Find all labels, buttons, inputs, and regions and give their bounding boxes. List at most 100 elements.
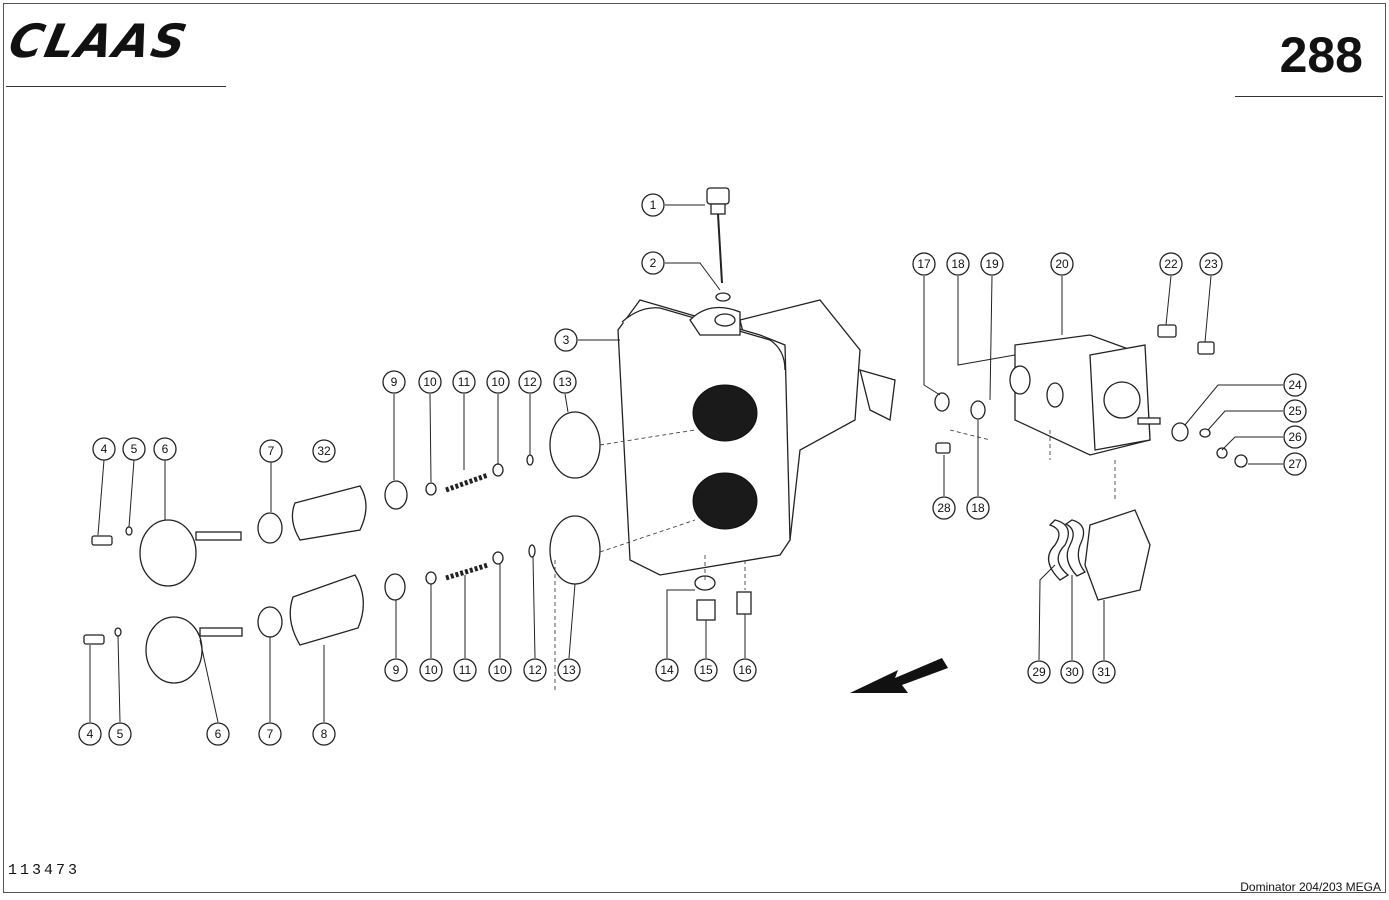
callout-32: 32 — [312, 439, 336, 463]
callout-30: 30 — [1060, 660, 1084, 684]
callout-25: 25 — [1283, 399, 1307, 423]
callout-13-upper: 13 — [553, 370, 577, 394]
callout-10-b: 10 — [486, 370, 510, 394]
dipstick-part — [706, 187, 731, 302]
model-name: Dominator 204/203 MEGA — [1240, 880, 1381, 894]
callout-18-lower: 18 — [966, 496, 990, 520]
callout-27: 27 — [1283, 452, 1307, 476]
svg-text:10: 10 — [424, 663, 438, 677]
svg-text:10: 10 — [491, 375, 505, 389]
callout-11-lower: 11 — [453, 658, 477, 682]
svg-text:12: 12 — [523, 375, 537, 389]
svg-text:11: 11 — [459, 663, 472, 677]
svg-text:17: 17 — [917, 257, 931, 271]
svg-text:27: 27 — [1288, 457, 1302, 471]
svg-text:15: 15 — [699, 663, 713, 677]
svg-text:20: 20 — [1055, 257, 1069, 271]
callout-9-lower: 9 — [384, 658, 408, 682]
callout-10-d: 10 — [488, 658, 512, 682]
callout-8: 8 — [312, 722, 336, 746]
filter-parts-lower — [83, 515, 601, 684]
callout-3: 3 — [554, 328, 578, 352]
svg-text:10: 10 — [493, 663, 507, 677]
page-number-underline — [1235, 96, 1383, 97]
drawing-number: 113473 — [8, 862, 81, 879]
callout-6-lower: 6 — [206, 722, 230, 746]
callout-14: 14 — [655, 658, 679, 682]
callout-5-lower: 5 — [108, 722, 132, 746]
svg-text:2: 2 — [650, 256, 657, 270]
svg-text:7: 7 — [268, 444, 275, 458]
callout-10-a: 10 — [418, 370, 442, 394]
callout-31: 31 — [1092, 660, 1116, 684]
svg-text:10: 10 — [423, 375, 437, 389]
callout-23: 23 — [1199, 252, 1223, 276]
svg-text:16: 16 — [738, 663, 752, 677]
svg-text:12: 12 — [528, 663, 542, 677]
callout-20: 20 — [1050, 252, 1074, 276]
callout-11-upper: 11 — [452, 370, 476, 394]
svg-text:22: 22 — [1164, 257, 1178, 271]
page-number: 288 — [1279, 27, 1363, 83]
callout-9-upper: 9 — [382, 370, 406, 394]
callout-17: 17 — [912, 252, 936, 276]
svg-text:14: 14 — [660, 663, 674, 677]
callout-12-upper: 12 — [518, 370, 542, 394]
svg-text:9: 9 — [391, 375, 398, 389]
callout-29: 29 — [1027, 660, 1051, 684]
callout-12-lower: 12 — [523, 658, 547, 682]
svg-text:11: 11 — [458, 375, 471, 389]
callout-1: 1 — [641, 193, 665, 217]
svg-text:6: 6 — [215, 727, 222, 741]
svg-text:3: 3 — [563, 333, 570, 347]
callout-4-upper: 4 — [92, 437, 116, 461]
svg-text:5: 5 — [117, 727, 124, 741]
leader-lines — [89, 204, 1283, 723]
callout-16: 16 — [733, 658, 757, 682]
hydraulic-tank — [617, 299, 896, 576]
callout-15: 15 — [694, 658, 718, 682]
svg-text:18: 18 — [971, 501, 985, 515]
svg-text:30: 30 — [1065, 665, 1079, 679]
svg-text:13: 13 — [558, 375, 572, 389]
hydraulic-pump — [934, 324, 1248, 468]
callout-18-upper: 18 — [946, 252, 970, 276]
svg-text:24: 24 — [1288, 378, 1302, 392]
svg-text:6: 6 — [162, 442, 169, 456]
svg-text:4: 4 — [101, 442, 108, 456]
svg-text:26: 26 — [1288, 430, 1302, 444]
svg-text:31: 31 — [1097, 665, 1111, 679]
svg-text:8: 8 — [321, 727, 328, 741]
svg-text:4: 4 — [87, 727, 94, 741]
callout-13-lower: 13 — [557, 658, 581, 682]
callout-24: 24 — [1283, 373, 1307, 397]
callout-19: 19 — [980, 252, 1004, 276]
hidden-lines — [554, 429, 1116, 690]
callout-7-upper: 7 — [259, 439, 283, 463]
svg-text:13: 13 — [562, 663, 576, 677]
filter-parts-upper — [91, 411, 601, 587]
callout-28: 28 — [932, 496, 956, 520]
callout-10-c: 10 — [419, 658, 443, 682]
svg-text:18: 18 — [951, 257, 965, 271]
svg-text:9: 9 — [393, 663, 400, 677]
logo-underline — [6, 86, 226, 87]
svg-text:28: 28 — [937, 501, 951, 515]
callout-26: 26 — [1283, 425, 1307, 449]
svg-text:23: 23 — [1204, 257, 1218, 271]
callout-22: 22 — [1159, 252, 1183, 276]
svg-text:1: 1 — [650, 198, 657, 212]
direction-arrow — [850, 658, 948, 693]
svg-text:32: 32 — [317, 444, 331, 458]
callout-4-lower: 4 — [78, 722, 102, 746]
page-frame — [3, 3, 1386, 893]
svg-text:25: 25 — [1288, 404, 1302, 418]
svg-text:7: 7 — [267, 727, 274, 741]
svg-text:29: 29 — [1032, 665, 1046, 679]
callout-6-upper: 6 — [153, 437, 177, 461]
callout-5-upper: 5 — [122, 437, 146, 461]
pump-plates — [1048, 509, 1151, 601]
callout-7-lower: 7 — [258, 722, 282, 746]
svg-text:19: 19 — [985, 257, 999, 271]
tank-fittings — [694, 575, 752, 621]
